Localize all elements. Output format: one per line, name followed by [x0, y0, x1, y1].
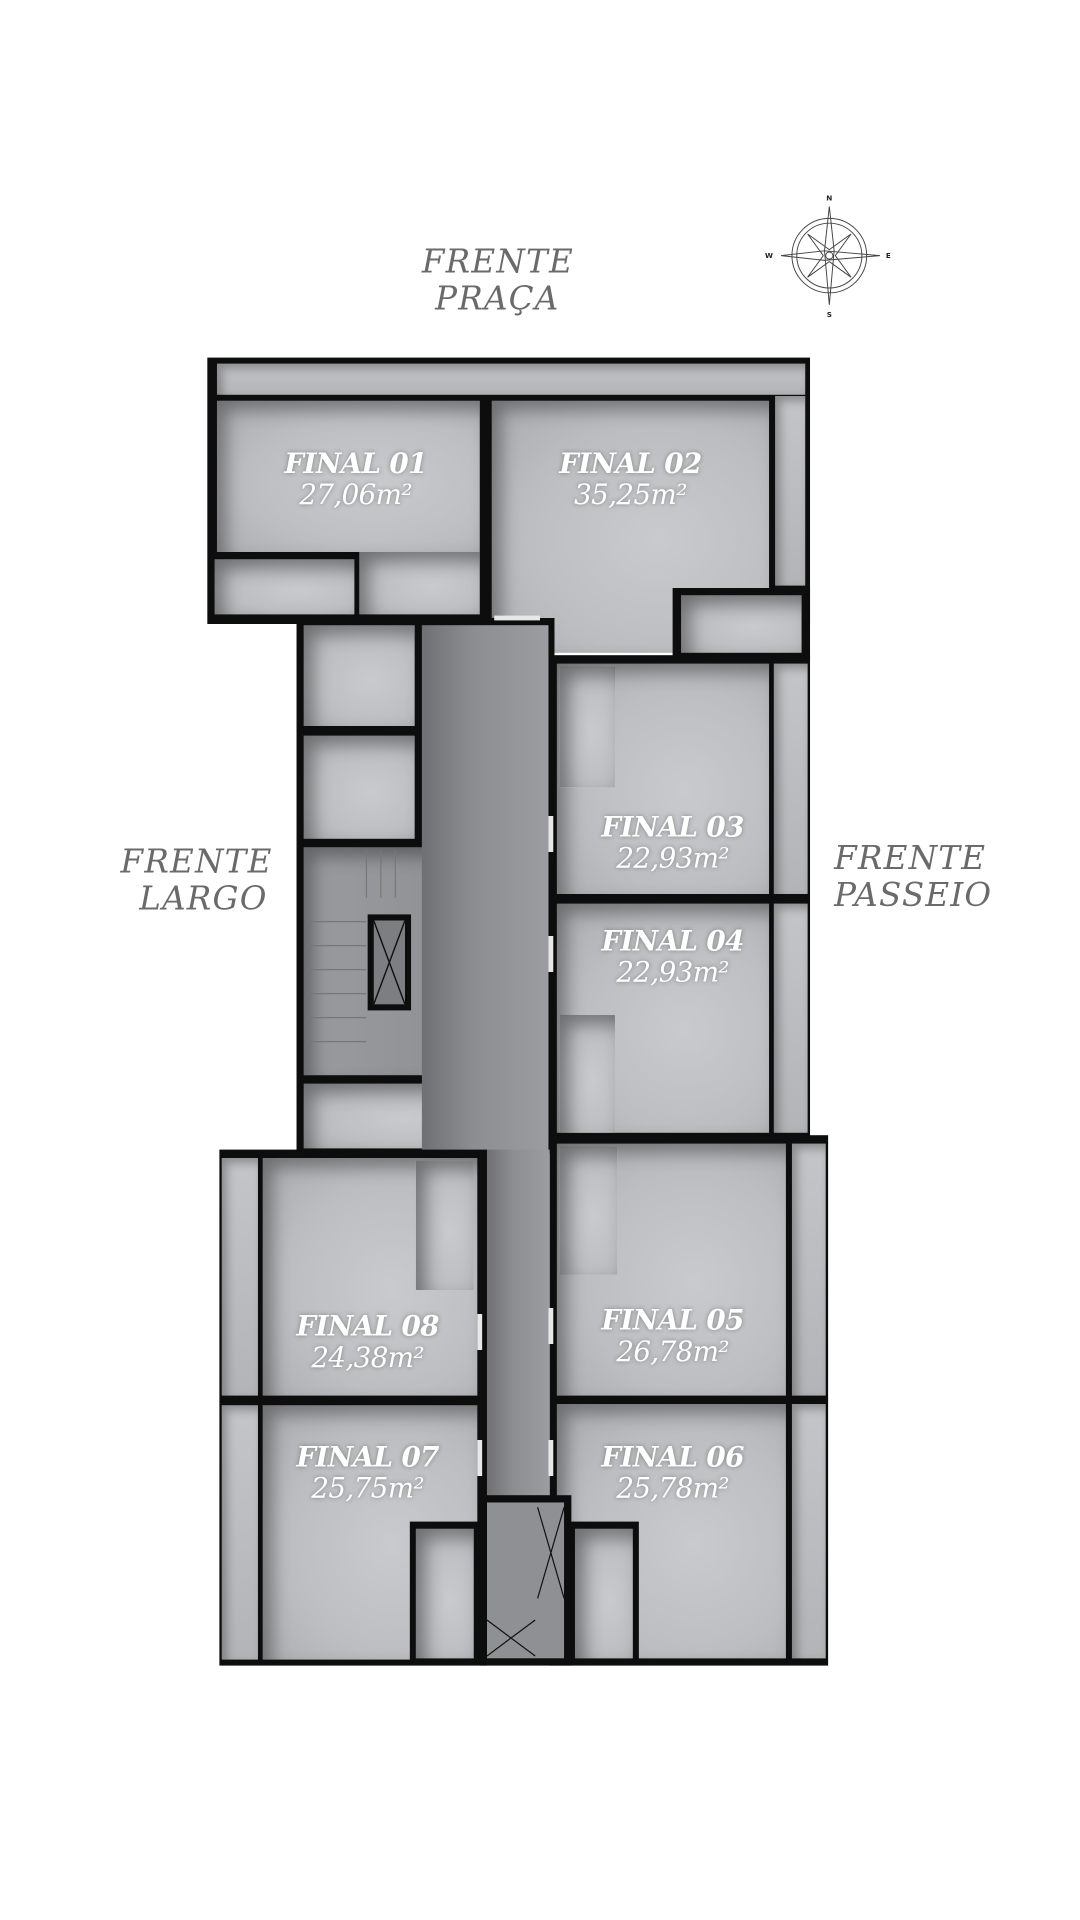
storage-room-1 — [303, 625, 415, 726]
unit-08-balcony — [221, 1158, 258, 1396]
unit-04-balcony — [773, 903, 808, 1133]
compass-e: E — [886, 251, 891, 260]
unit-07-balcony — [221, 1405, 258, 1660]
unit-name: FINAL 03 — [601, 811, 744, 844]
unit-area: 25,75m² — [311, 1473, 424, 1505]
front-passeio-line2: PASSEIO — [834, 877, 993, 915]
door — [494, 615, 541, 621]
unit-area: 24,38m² — [311, 1342, 424, 1374]
unit-area: 35,25m² — [574, 480, 687, 512]
door — [548, 1308, 554, 1344]
door — [477, 1440, 483, 1476]
service-shaft-x-icon — [486, 1502, 565, 1659]
unit-06-bathroom — [574, 1528, 633, 1659]
unit-07-bathroom — [415, 1528, 474, 1659]
door — [477, 1314, 483, 1350]
door — [548, 936, 554, 973]
unit-area: 25,78m² — [616, 1473, 729, 1505]
unit-01-bathroom — [214, 559, 355, 615]
balcony-top — [216, 363, 806, 395]
front-praca-line2: PRAÇA — [435, 280, 560, 318]
unit-01-room — [216, 400, 480, 552]
elevator-x-icon — [373, 920, 406, 1005]
unit-area: 22,93m² — [616, 843, 729, 875]
unit-02-bathroom — [681, 595, 802, 653]
unit-04-bathroom — [559, 1015, 615, 1133]
unit-area: 22,93m² — [616, 957, 729, 989]
compass-w: W — [765, 251, 773, 260]
front-largo-line2: LARGO — [139, 880, 268, 919]
unit-05-balcony — [791, 1143, 826, 1396]
door — [548, 1440, 554, 1476]
unit-name: FINAL 01 — [284, 447, 427, 481]
unit-01-room-lower — [359, 552, 480, 615]
compass-n: N — [826, 193, 832, 202]
unit-06-balcony — [791, 1404, 826, 1659]
front-passeio-line1: FRENTE — [834, 840, 987, 878]
unit-05-bathroom — [559, 1147, 618, 1275]
compass-s: S — [827, 310, 832, 319]
unit-name: FINAL 06 — [601, 1441, 744, 1474]
unit-03-bathroom — [559, 667, 615, 788]
compass-rose-icon: N S W E — [765, 193, 891, 319]
storage-room-2 — [303, 735, 415, 839]
front-praca-label: FRENTE PRAÇA — [422, 244, 574, 318]
unit-name: FINAL 07 — [296, 1441, 439, 1474]
unit-name: FINAL 08 — [296, 1310, 439, 1343]
stairs-icon — [306, 849, 396, 1043]
front-largo-line1: FRENTE — [120, 843, 273, 881]
unit-name: FINAL 04 — [601, 925, 744, 958]
unit-area: 27,06m² — [299, 480, 412, 512]
unit-name: FINAL 02 — [559, 447, 702, 481]
front-largo-label: FRENTE LARGO — [120, 843, 273, 919]
front-passeio-label: FRENTE PASSEIO — [834, 840, 992, 914]
unit-03-balcony — [773, 663, 808, 895]
unit-08-bathroom — [415, 1160, 474, 1290]
door — [548, 816, 554, 853]
balcony-right — [775, 396, 806, 586]
unit-name: FINAL 05 — [601, 1304, 744, 1337]
unit-area: 26,78m² — [616, 1336, 729, 1368]
front-praca-line1: FRENTE — [421, 243, 574, 281]
